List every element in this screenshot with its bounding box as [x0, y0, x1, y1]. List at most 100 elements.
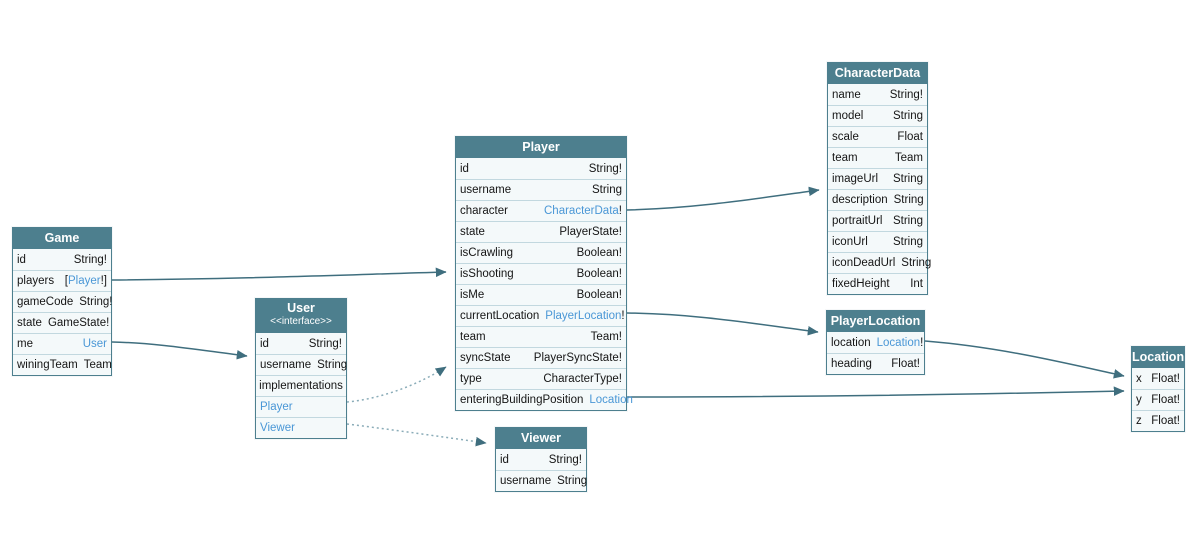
- field-name: heading: [831, 358, 872, 370]
- field-type: String: [892, 110, 923, 122]
- field-type: String: [317, 359, 348, 371]
- field-row-location-z[interactable]: z Float!: [1132, 410, 1184, 431]
- field-row-characterdata-imageurl[interactable]: imageUrl String: [828, 168, 927, 189]
- field-row-characterdata-description[interactable]: description String: [828, 189, 927, 210]
- field-row-user-username[interactable]: username String: [256, 354, 348, 375]
- node-game-header[interactable]: Game: [13, 228, 111, 249]
- field-row-player-team[interactable]: team Team!: [456, 326, 626, 347]
- field-row-game-me[interactable]: me User: [13, 333, 111, 354]
- node-playerlocation-header[interactable]: PlayerLocation: [827, 311, 924, 332]
- node-game[interactable]: Game id String! players [Player!] gameCo…: [12, 227, 113, 376]
- field-row-player-id[interactable]: id String!: [456, 158, 626, 179]
- field-name: id: [460, 162, 469, 175]
- field-row-location-x[interactable]: x Float!: [1132, 368, 1184, 389]
- field-row-player-syncstate[interactable]: syncState PlayerSyncState!: [456, 347, 626, 368]
- field-type: Boolean!: [576, 247, 622, 259]
- node-location-title: Location: [1132, 350, 1184, 364]
- field-row-user-implementation-player[interactable]: Player: [256, 396, 346, 417]
- node-player[interactable]: Player id String! username String charac…: [455, 136, 633, 411]
- field-row-game-winingteam[interactable]: winingTeam Team: [13, 354, 112, 375]
- field-row-game-gamecode[interactable]: gameCode String!: [13, 291, 113, 312]
- field-name: syncState: [460, 352, 511, 364]
- field-name: iconDeadUrl: [832, 257, 896, 269]
- field-row-playerlocation-heading[interactable]: heading Float!: [827, 353, 924, 374]
- field-type: PlayerState!: [559, 226, 622, 238]
- field-row-characterdata-team[interactable]: team Team: [828, 147, 927, 168]
- field-row-viewer-username[interactable]: username String: [496, 470, 588, 491]
- field-name: iconUrl: [832, 236, 868, 248]
- field-row-characterdata-portraiturl[interactable]: portraitUrl String: [828, 210, 927, 231]
- field-type: CharacterData!: [544, 205, 622, 217]
- field-type: Boolean!: [576, 289, 622, 301]
- field-type: String: [591, 184, 622, 196]
- field-type: Team: [894, 152, 923, 164]
- node-characterdata-header[interactable]: CharacterData: [828, 63, 927, 84]
- field-name: id: [17, 253, 26, 266]
- field-row-player-isshooting[interactable]: isShooting Boolean!: [456, 263, 626, 284]
- field-name: username: [460, 184, 512, 196]
- field-type: String: [901, 257, 932, 269]
- field-name: id: [500, 453, 509, 466]
- node-playerlocation-title: PlayerLocation: [830, 314, 921, 328]
- node-viewer-header[interactable]: Viewer: [496, 428, 586, 449]
- field-row-player-username[interactable]: username String: [456, 179, 626, 200]
- field-type: String!: [79, 296, 113, 308]
- field-name: state: [17, 317, 42, 329]
- field-type: String: [892, 173, 923, 185]
- field-name: model: [832, 110, 864, 122]
- field-row-user-id[interactable]: id String!: [256, 333, 346, 354]
- field-row-player-currentlocation[interactable]: currentLocation PlayerLocation!: [456, 305, 626, 326]
- field-row-characterdata-name[interactable]: name String!: [828, 84, 927, 105]
- node-player-header[interactable]: Player: [456, 137, 626, 158]
- field-row-characterdata-scale[interactable]: scale Float: [828, 126, 927, 147]
- node-user-header[interactable]: User <<interface>>: [256, 299, 346, 333]
- field-name: gameCode: [17, 296, 74, 308]
- field-name: username: [500, 475, 552, 487]
- node-user[interactable]: User <<interface>> id String! username S…: [255, 298, 347, 439]
- field-row-game-players[interactable]: players [Player!]: [13, 270, 111, 291]
- field-row-characterdata-model[interactable]: model String: [828, 105, 927, 126]
- node-viewer[interactable]: Viewer id String! username String: [495, 427, 587, 492]
- field-name: currentLocation: [460, 310, 540, 322]
- field-name: character: [460, 205, 508, 217]
- node-user-title: User: [287, 301, 315, 315]
- field-name: team: [460, 331, 486, 343]
- field-type: CharacterType!: [543, 373, 622, 385]
- field-row-player-enteringbuildingposition[interactable]: enteringBuildingPosition Location: [456, 389, 633, 410]
- node-location[interactable]: Location x Float! y Float! z Float!: [1131, 346, 1185, 432]
- field-name: x: [1136, 372, 1142, 385]
- edge-player-currentlocation-to-playerlocation: [626, 312, 819, 336]
- field-type: PlayerLocation!: [545, 310, 625, 322]
- field-row-characterdata-fixedheight[interactable]: fixedHeight Int: [828, 273, 927, 294]
- field-name: id: [260, 337, 269, 350]
- field-row-game-id[interactable]: id String!: [13, 249, 111, 270]
- field-row-player-iscrawling[interactable]: isCrawling Boolean!: [456, 242, 626, 263]
- field-type: Float!: [891, 358, 920, 370]
- field-row-player-isme[interactable]: isMe Boolean!: [456, 284, 626, 305]
- node-user-stereotype: <<interface>>: [270, 316, 332, 327]
- field-row-player-character[interactable]: character CharacterData!: [456, 200, 626, 221]
- field-row-player-state[interactable]: state PlayerState!: [456, 221, 626, 242]
- field-row-playerlocation-location[interactable]: location Location!: [827, 332, 924, 353]
- field-type: Int: [910, 278, 923, 290]
- field-row-characterdata-icondeadurl[interactable]: iconDeadUrl String: [828, 252, 931, 273]
- field-row-viewer-id[interactable]: id String!: [496, 449, 586, 470]
- field-row-location-y[interactable]: y Float!: [1132, 389, 1184, 410]
- node-location-header[interactable]: Location: [1132, 347, 1184, 368]
- field-row-game-state[interactable]: state GameState!: [13, 312, 111, 333]
- node-game-title: Game: [44, 231, 80, 245]
- node-characterdata[interactable]: CharacterData name String! model String …: [827, 62, 931, 295]
- field-type: String: [557, 475, 588, 487]
- implementation-link: Viewer: [260, 422, 295, 434]
- field-row-characterdata-iconurl[interactable]: iconUrl String: [828, 231, 927, 252]
- field-type: String!: [889, 88, 923, 101]
- field-row-player-type[interactable]: type CharacterType!: [456, 368, 626, 389]
- field-type: String!: [548, 453, 582, 466]
- field-type: [Player!]: [64, 275, 107, 287]
- field-name: team: [832, 152, 858, 164]
- node-playerlocation[interactable]: PlayerLocation location Location! headin…: [826, 310, 925, 375]
- field-type: String: [892, 236, 923, 248]
- field-type: String: [892, 215, 923, 227]
- field-row-user-implementation-viewer[interactable]: Viewer: [256, 417, 346, 438]
